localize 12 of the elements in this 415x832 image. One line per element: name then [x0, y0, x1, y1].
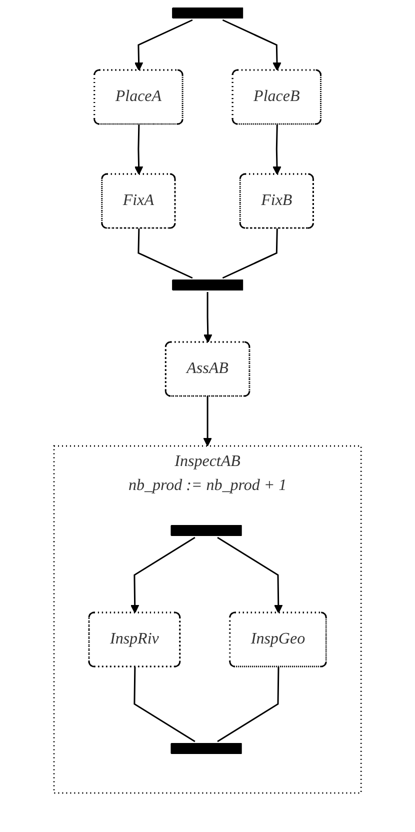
arrow — [203, 396, 212, 446]
connector — [217, 666, 280, 742]
arrow — [130, 536, 196, 614]
connector — [134, 666, 196, 742]
arrow — [222, 19, 282, 71]
arrow — [217, 536, 283, 614]
connector — [222, 228, 278, 279]
connector — [138, 228, 193, 279]
arrow — [272, 124, 282, 175]
arrow — [134, 124, 144, 175]
arrow — [134, 19, 193, 71]
arrow — [203, 292, 212, 343]
